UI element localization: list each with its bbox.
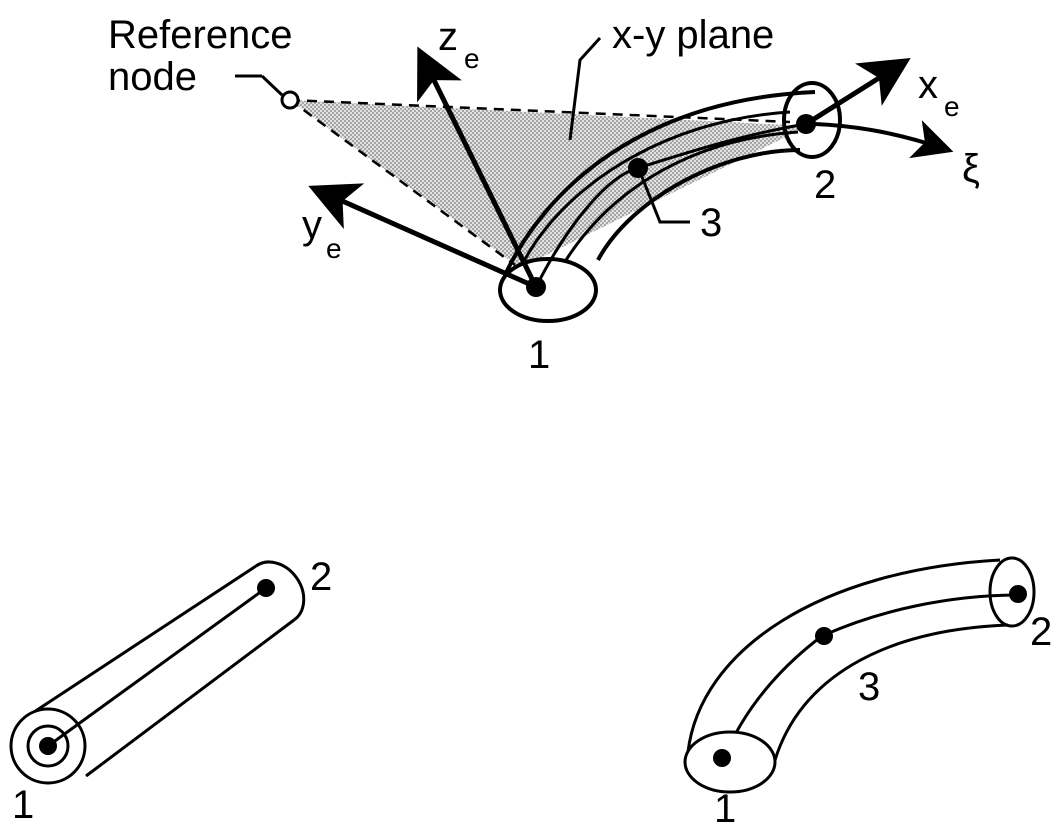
straight-node-1-label: 1: [12, 783, 34, 827]
ze-axis-arrow: [417, 46, 539, 289]
xy-plane-edge-left: [289, 98, 516, 267]
straight-tube-bottom-edge: [85, 618, 295, 778]
curved-tube-outer-edge: [686, 558, 1001, 753]
reference-node-circle: [280, 90, 300, 110]
xi-label: ξ: [962, 147, 980, 191]
curved-tube-outline: [503, 90, 816, 276]
straight-near-end-inner: [26, 724, 70, 768]
top-node-3-label: 3: [700, 201, 722, 245]
reference-node-label-line2: node: [108, 55, 197, 99]
reference-node-label-line1: Reference: [108, 13, 293, 57]
curved-node-1-label: 1: [714, 787, 736, 827]
curved-tube-inner-edge: [773, 623, 1009, 761]
ze-axis-label: z: [438, 15, 458, 59]
straight-beam-element-group: 1 2: [9, 555, 332, 827]
straight-node-2-dot: [257, 579, 275, 597]
ye-axis-label: y: [302, 203, 322, 247]
curved-tube-inner-lines: [520, 110, 799, 271]
top-node-1-label: 1: [528, 333, 550, 377]
xy-plane-triangle: [290, 100, 808, 268]
reference-node-leader-diag: [260, 74, 284, 97]
xe-axis-subscript: e: [944, 91, 960, 122]
xy-plane-edge-top: [289, 98, 791, 124]
top-node-2-dot: [796, 114, 816, 134]
top-node-3-leader: [638, 171, 690, 224]
straight-centroid-line: [47, 586, 267, 748]
curved-node-1-dot: [713, 749, 731, 767]
xy-plane-label: x-y plane: [612, 13, 774, 57]
curved-beam-3d-group: Reference node x-y plane z e y e x e ξ 1…: [108, 13, 980, 377]
curved-node-3-label: 3: [858, 665, 880, 709]
ye-axis-subscript: e: [326, 233, 342, 264]
top-node-2-label: 2: [814, 163, 836, 207]
end-cross-section-node-1: [498, 257, 598, 323]
top-node-1-dot: [526, 277, 546, 297]
xi-arrow: [814, 120, 954, 159]
ye-axis-arrow: [308, 183, 538, 290]
xy-plane-leader: [568, 36, 602, 141]
straight-node-2-label: 2: [310, 555, 332, 599]
curved-far-end-section: [988, 556, 1036, 628]
straight-node-1-dot: [39, 737, 57, 755]
curved-node-2-dot: [1009, 585, 1027, 603]
ze-axis-subscript: e: [464, 43, 480, 74]
straight-tube-top-edge: [33, 564, 257, 714]
curved-node-3-dot: [815, 627, 833, 645]
xe-axis-arrow: [804, 58, 911, 127]
straight-tube-far-end: [255, 560, 306, 622]
end-cross-section-node-2: [782, 81, 842, 159]
top-node-3-dot: [628, 158, 648, 178]
curved-beam-element-group: 1 2 3: [683, 556, 1052, 827]
curved-node-2-label: 2: [1030, 610, 1052, 654]
xe-axis-label: x: [918, 63, 938, 107]
